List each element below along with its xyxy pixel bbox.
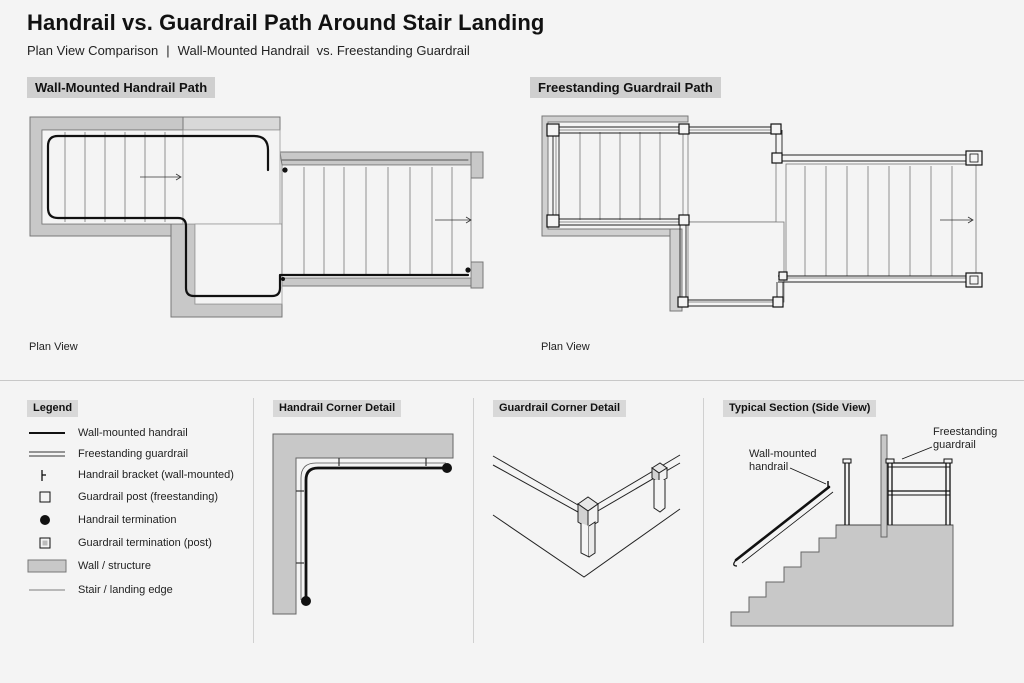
guardrail-corner-label: Guardrail Corner Detail [493,400,627,417]
section-divider [0,380,1024,381]
right-plan-label: Freestanding Guardrail Path [530,77,721,98]
legend-label: Stair / landing edge [78,584,173,596]
callout-handrail: Wall-mounted handrail [749,448,817,473]
right-plan-walls [541,115,689,312]
handrail-corner-label: Handrail Corner Detail [273,400,402,417]
section-label: Typical Section (Side View) [723,400,877,417]
legend-item-post: Guardrail post (freestanding) [27,489,247,505]
legend-label: Wall / structure [78,560,151,572]
column-divider-3 [703,398,704,643]
right-plan-treads [555,129,977,303]
legend-label: Wall-mounted handrail [78,427,188,439]
legend-item-handrail: Wall-mounted handrail [27,425,247,441]
typical-section-detail [730,434,954,627]
legend-item-bracket: Handrail bracket (wall-mounted) [27,467,247,483]
thin-line-icon [27,582,71,598]
callout-guardrail: Freestanding guardrail [933,426,998,451]
legend-label: Freestanding guardrail [78,448,189,460]
page-title: Handrail vs. Guardrail Path Around Stair… [27,10,545,35]
page-subtitle: Plan View Comparison | Wall-Mounted Handra… [27,43,470,58]
filled-circle-icon [27,512,71,528]
right-plan-arrow [940,216,974,224]
legend-item-guardrail: Freestanding guardrail [27,446,247,462]
legend-label: Guardrail post (freestanding) [78,491,219,503]
left-plan-terminations [281,167,471,281]
handrail-corner-detail [272,433,454,615]
right-plan-post-inner [969,153,979,285]
left-plan-handrail [46,134,470,298]
subtitle-separator: | [166,43,170,58]
bracket-icon [27,467,71,483]
left-plan-caption: Plan View [29,341,78,353]
subtitle-left: Plan View Comparison [27,43,159,58]
column-divider-1 [253,398,254,643]
legend-label: Handrail bracket (wall-mounted) [78,469,234,481]
legend-item-wall: Wall / structure [27,558,247,574]
post-termination-icon [27,535,71,551]
guardrail-corner-detail [492,454,681,578]
subtitle-right: Wall-Mounted Handrail vs. Freestanding G… [177,43,470,58]
wall-block-icon [27,558,71,574]
column-divider-2 [473,398,474,643]
legend-item-post-termination: Guardrail termination (post) [27,535,247,551]
legend-title: Legend [27,400,79,417]
square-post-icon [27,489,71,505]
legend-label: Guardrail termination (post) [78,537,212,549]
left-plan-arrows [140,173,472,224]
legend-item-termination: Handrail termination [27,512,247,528]
right-plan-caption: Plan View [541,341,590,353]
left-plan-label: Wall-Mounted Handrail Path [27,77,216,98]
legend-item-edge: Stair / landing edge [27,582,247,598]
legend-label: Handrail termination [78,514,177,526]
guardrail-double-line-icon [27,446,71,462]
handrail-line-icon [27,425,71,441]
left-plan-walls [29,116,484,318]
